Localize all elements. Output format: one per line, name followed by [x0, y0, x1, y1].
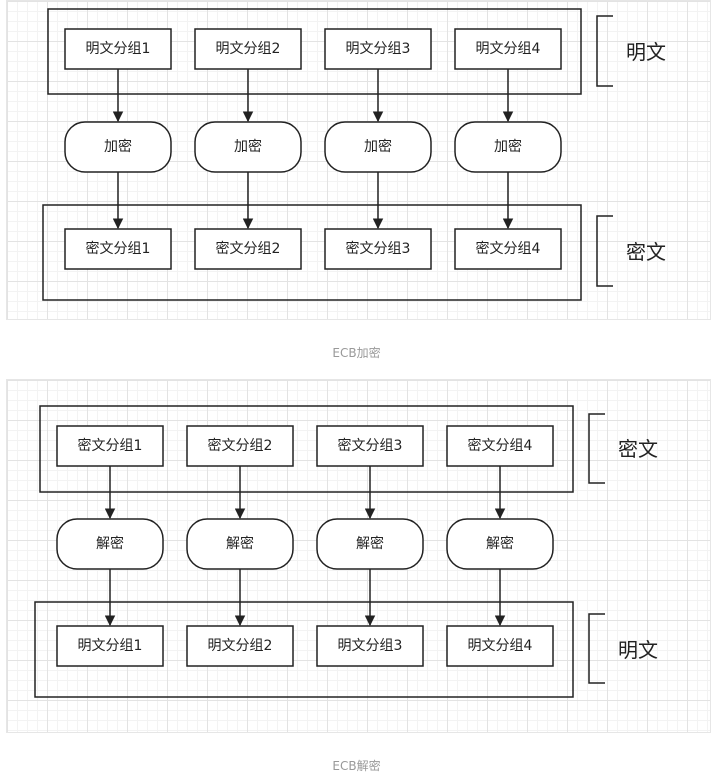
bottom-block-1: [56, 625, 164, 667]
bottom-block-label: 密文分组3: [346, 240, 411, 257]
bottom-side-label: 明文: [618, 638, 658, 662]
bottom-block-label: 明文分组1: [78, 638, 143, 654]
op-label: 解密: [356, 535, 384, 552]
top-block-2: [186, 425, 294, 467]
top-block-3: [324, 28, 432, 70]
bottom-group-frame: [34, 601, 574, 698]
bottom-block-label: 明文分组4: [468, 638, 533, 654]
bottom-block-1: [64, 228, 172, 270]
top-block-label: 密文分组1: [78, 437, 143, 454]
top-bracket: [588, 413, 605, 484]
top-block-label: 密文分组3: [338, 437, 403, 454]
op-label: 解密: [96, 535, 124, 552]
bottom-block-4: [446, 625, 554, 667]
bottom-block-3: [324, 228, 432, 270]
top-block-label: 明文分组1: [86, 41, 151, 57]
bottom-block-label: 密文分组4: [476, 240, 541, 257]
op-label: 加密: [494, 138, 522, 155]
top-side-label: 密文: [618, 437, 658, 461]
bottom-block-4: [454, 228, 562, 270]
top-block-label: 明文分组2: [216, 41, 281, 57]
top-side-label: 明文: [626, 40, 666, 64]
bottom-block-label: 密文分组1: [86, 240, 151, 257]
op-label: 解密: [486, 535, 514, 552]
top-group-frame: [39, 405, 574, 493]
op-label: 解密: [226, 535, 254, 552]
bottom-block-2: [186, 625, 294, 667]
bottom-side-label: 密文: [626, 240, 666, 264]
op-label: 加密: [234, 138, 262, 155]
bottom-bracket: [596, 215, 613, 287]
top-block-label: 明文分组4: [476, 41, 541, 57]
top-block-1: [56, 425, 164, 467]
bottom-block-label: 明文分组2: [208, 638, 273, 654]
bottom-block-label: 密文分组2: [216, 240, 281, 257]
top-block-label: 密文分组2: [208, 437, 273, 454]
op-label: 加密: [364, 138, 392, 155]
op-label: 加密: [104, 138, 132, 155]
bottom-block-label: 明文分组3: [338, 638, 403, 654]
top-block-3: [316, 425, 424, 467]
caption-ecb-decrypt: ECB解密: [332, 759, 381, 773]
bottom-bracket: [588, 613, 605, 684]
top-group-frame: [47, 8, 582, 95]
top-block-4: [454, 28, 562, 70]
top-block-2: [194, 28, 302, 70]
bottom-block-2: [194, 228, 302, 270]
bottom-group-frame: [42, 204, 582, 301]
top-block-label: 明文分组3: [346, 41, 411, 57]
top-block-4: [446, 425, 554, 467]
top-bracket: [596, 15, 613, 87]
top-block-label: 密文分组4: [468, 437, 533, 454]
bottom-block-3: [316, 625, 424, 667]
caption-ecb-encrypt: ECB加密: [332, 346, 381, 360]
